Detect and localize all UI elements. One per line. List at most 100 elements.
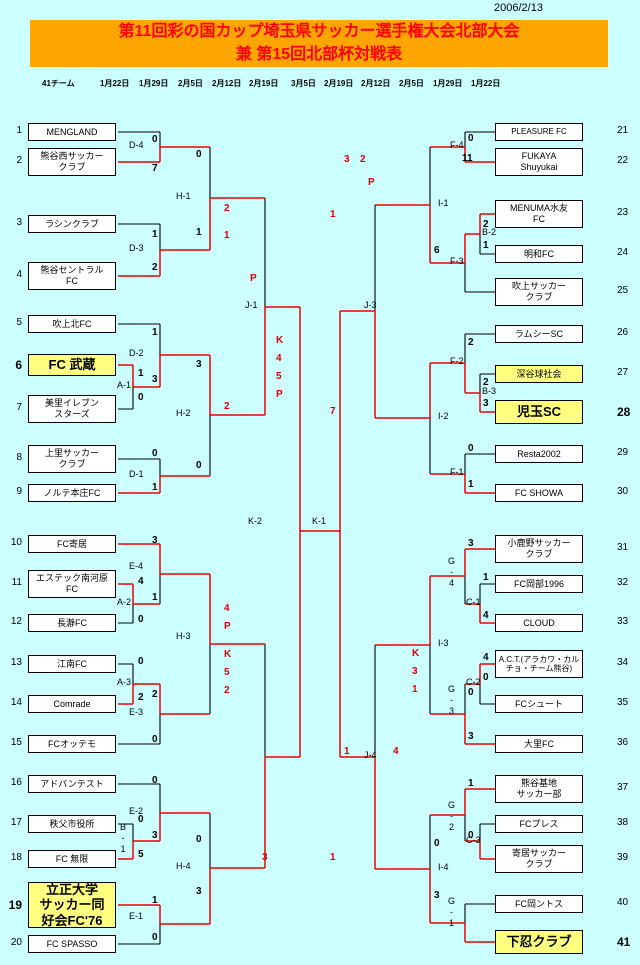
team-number-19: 19 — [8, 898, 22, 912]
team-number-37: 37 — [617, 782, 629, 793]
team-name-line: 好会FC'76 — [41, 912, 103, 928]
score-annotation: 3 — [152, 535, 158, 546]
team-name-line: FC — [66, 276, 78, 286]
team-name-line: Resta2002 — [517, 448, 561, 459]
match-label-H-3: H-3 — [176, 631, 191, 641]
team-number-2: 2 — [16, 155, 22, 166]
round-date-7: 2月19日 — [324, 79, 354, 88]
team-name-line: ラムシーSC — [514, 328, 564, 339]
score-annotation: 1 — [468, 479, 474, 490]
score-annotation: 1 — [138, 368, 144, 379]
team-box-36: 大里FC — [495, 735, 583, 753]
team-name-line: MENGLAND — [46, 126, 98, 137]
team-number-5: 5 — [16, 317, 22, 328]
team-box-40: FC岡ントス — [495, 895, 583, 913]
score-annotation: 0 — [196, 460, 202, 471]
score-annotation: 3 — [196, 359, 202, 370]
match-label-B-2: B-2 — [482, 227, 497, 237]
match-label-F-4: F-4 — [450, 140, 464, 150]
team-number-39: 39 — [617, 852, 629, 863]
match-label-E-2: E-2 — [129, 806, 144, 816]
team-number-36: 36 — [617, 737, 629, 748]
score-annotation: 0 — [434, 838, 440, 849]
match-label-char: - — [450, 811, 453, 821]
team-box-20: FC SPASSO — [28, 935, 116, 953]
team-number-33: 33 — [617, 616, 629, 627]
team-number-15: 15 — [10, 737, 22, 748]
score-annotation: 0 — [152, 734, 158, 745]
team-name-line: 熊谷西サッカー — [40, 151, 104, 162]
team-number-11: 11 — [11, 577, 22, 588]
team-name-line: 上里サッカー — [44, 448, 99, 459]
team-number-25: 25 — [617, 285, 629, 296]
team-name-line: 小鹿野サッカー — [507, 538, 571, 549]
match-label-char: - — [450, 907, 453, 917]
match-label-G-3: G-3 — [448, 684, 455, 717]
team-box-8: 上里サッカークラブ — [28, 445, 116, 473]
team-number-29: 29 — [617, 447, 629, 458]
team-box-41: 下忍クラブ — [495, 930, 583, 954]
team-box-24: 明和FC — [495, 245, 583, 263]
team-box-35: FCシュート — [495, 695, 583, 713]
score-annotation: P — [368, 177, 375, 188]
team-number-12: 12 — [10, 616, 22, 627]
score-annotation: 3 — [434, 890, 440, 901]
score-annotation: 1 — [152, 229, 158, 240]
team-box-1: MENGLAND — [28, 123, 116, 141]
score-annotation: 1 — [483, 240, 489, 251]
score-annotation: P — [276, 389, 283, 400]
match-label-C-3: C-3 — [466, 835, 481, 845]
team-box-38: FCプレス — [495, 815, 583, 833]
bracket-lines-base — [118, 131, 495, 945]
team-name-line: MENUMA水友 — [510, 203, 568, 214]
team-box-2: 熊谷西サッカークラブ — [28, 148, 116, 176]
score-annotation: 3 — [412, 666, 418, 677]
team-name-line: 寄居サッカー — [511, 848, 566, 859]
issue-date: 2006/2/13 — [494, 2, 543, 14]
team-number-22: 22 — [617, 155, 629, 166]
score-annotation: 1 — [330, 852, 336, 863]
team-box-5: 吹上北FC — [28, 315, 116, 333]
team-name-line: サッカー部 — [516, 789, 562, 799]
team-number-4: 4 — [16, 269, 22, 280]
match-label-D-4: D-4 — [129, 140, 144, 150]
team-name-line: Comrade — [53, 698, 91, 709]
score-annotation: 3 — [344, 154, 350, 165]
team-name-line: FC SHOWA — [514, 487, 564, 498]
match-label-E-3: E-3 — [129, 707, 144, 717]
team-box-9: ノルテ本庄FC — [28, 484, 116, 502]
score-annotation: 0 — [468, 443, 474, 454]
team-box-26: ラムシーSC — [495, 325, 583, 343]
team-number-13: 13 — [10, 657, 22, 668]
score-annotation: 5 — [276, 371, 282, 382]
team-number-16: 16 — [10, 777, 22, 788]
team-name-line: FC岡ントス — [515, 898, 563, 909]
score-annotation: 2 — [224, 401, 230, 412]
match-label-I-1: I-1 — [438, 198, 449, 208]
team-box-27: 深谷球社会 — [495, 365, 583, 383]
team-name-line: CLOUD — [523, 617, 555, 628]
team-name-line: スターズ — [54, 409, 90, 419]
team-name-line: 下忍クラブ — [506, 934, 572, 950]
score-annotation: K — [412, 648, 420, 659]
score-annotation: 0 — [152, 775, 158, 786]
team-box-25: 吹上サッカークラブ — [495, 278, 583, 306]
team-number-31: 31 — [617, 542, 629, 553]
team-box-19: 立正大学サッカー同好会FC'76 — [28, 882, 116, 928]
round-date-11: 1月22日 — [471, 79, 501, 88]
team-number-24: 24 — [617, 247, 629, 258]
score-annotation: 2 — [138, 692, 144, 703]
score-annotation: 4 — [276, 353, 282, 364]
team-name-line: 立正大学 — [45, 882, 98, 898]
score-annotation: 1 — [152, 592, 158, 603]
team-name-line: クラブ — [58, 459, 86, 469]
match-label-C-2: C-2 — [466, 677, 481, 687]
score-annotation: 0 — [468, 830, 474, 841]
team-name-line: 江南FC — [57, 658, 87, 669]
team-number-34: 34 — [617, 657, 629, 668]
match-label-G-1: G-1 — [448, 896, 455, 929]
score-annotation: P — [224, 621, 231, 632]
score-annotation: 4 — [483, 652, 489, 663]
team-box-32: FC岡部1996 — [495, 575, 583, 593]
